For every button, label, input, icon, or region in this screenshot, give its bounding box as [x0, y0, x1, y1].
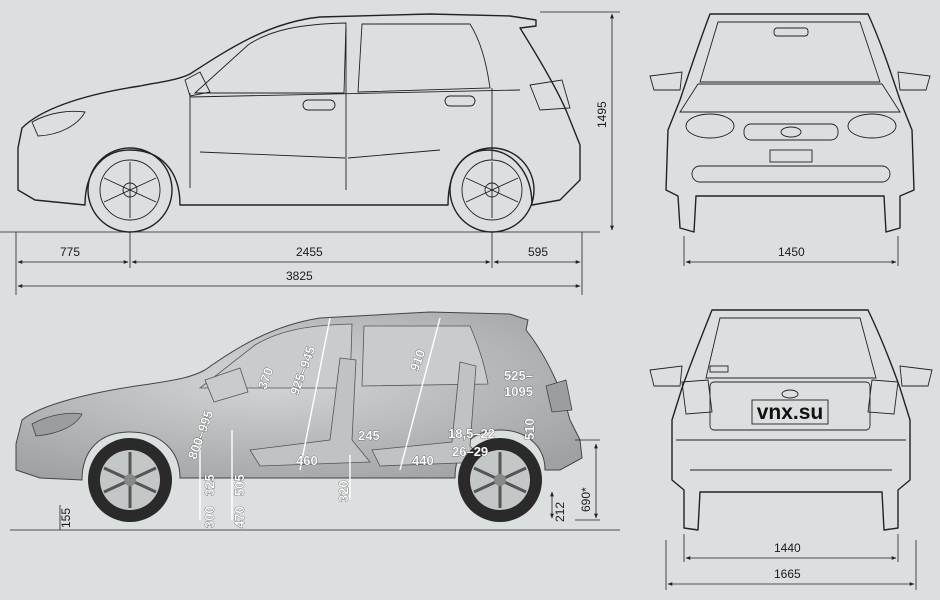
front-plate — [769, 149, 813, 163]
label-26-29: 26–29 — [452, 444, 488, 459]
side-trim — [199, 149, 441, 159]
side-view: 775 2455 595 3825 1495 — [0, 11, 620, 295]
label-505: 505 — [232, 474, 247, 496]
label-320: 320 — [336, 480, 351, 502]
label-245: 245 — [358, 428, 380, 443]
dim-rear-track: 1440 — [774, 541, 801, 555]
rear-view: vnx.su 1440 1665 — [649, 309, 933, 590]
rear-bumper — [676, 439, 906, 471]
rear-taillight-right — [867, 379, 899, 415]
dim-wheelbase: 2455 — [296, 245, 323, 259]
interior-window-rear — [361, 325, 489, 387]
side-headlight — [31, 110, 86, 137]
rear-mirror-right — [899, 365, 933, 387]
interior-front-seat — [249, 357, 371, 467]
side-rear-wheel — [449, 147, 535, 233]
front-headlight-right — [847, 113, 897, 139]
dim-height: 1495 — [595, 101, 609, 128]
dim-overhang-front: 775 — [60, 245, 80, 259]
side-window-front — [193, 22, 347, 94]
front-hood — [679, 83, 901, 113]
interior-rear-wheel — [458, 438, 542, 522]
front-bumper-intake — [691, 165, 891, 183]
front-logo-icon — [780, 126, 802, 138]
rear-window — [705, 317, 877, 379]
front-windshield — [699, 21, 881, 83]
label-1095: 1095 — [504, 384, 533, 399]
side-door-handle-rear — [444, 95, 476, 107]
side-body-outline — [17, 13, 581, 206]
label-370: 370 — [255, 366, 277, 392]
dim-overhang-rear: 595 — [528, 245, 548, 259]
label-155: 155 — [59, 508, 73, 528]
interior-view: 370 925–945 910 525– 1095 510 800–995 24… — [10, 311, 620, 531]
rear-taillight-left — [681, 379, 713, 415]
label-300: 300 — [202, 506, 217, 528]
rear-body-outline — [671, 309, 911, 531]
front-body-outline — [665, 13, 915, 233]
label-470: 470 — [232, 506, 247, 528]
front-grille — [743, 123, 839, 141]
label-525: 525– — [504, 368, 533, 383]
side-window-rear — [357, 23, 491, 93]
front-rearview-mirror — [773, 27, 809, 37]
label-460: 460 — [296, 453, 318, 468]
rear-plate-text: vnx.su — [757, 401, 824, 424]
label-325: 325 — [202, 474, 217, 496]
dim-length: 3825 — [286, 269, 313, 283]
side-door-line — [189, 26, 493, 190]
interior-taillight — [545, 379, 573, 413]
front-mirror-right — [897, 71, 931, 91]
side-beltline — [189, 89, 521, 98]
rear-hatch — [709, 381, 871, 431]
side-front-wheel — [87, 147, 173, 233]
rear-logo-icon — [781, 389, 799, 399]
rear-wiper — [709, 365, 729, 373]
label-910: 910 — [407, 348, 429, 374]
interior-rear-seat — [371, 361, 487, 467]
front-headlight-left — [685, 113, 735, 139]
front-mirror-left — [649, 71, 683, 91]
front-view: 1450 — [649, 13, 931, 266]
label-690: 690* — [579, 487, 593, 512]
label-18-5-22: 18,5–22 — [448, 426, 495, 441]
side-door-handle-front — [302, 99, 336, 111]
label-212: 212 — [553, 502, 567, 522]
interior-front-wheel — [88, 438, 172, 522]
side-mirror — [184, 71, 211, 97]
label-510: 510 — [522, 418, 537, 440]
label-440: 440 — [412, 453, 434, 468]
side-taillight — [529, 79, 571, 111]
interior-steering — [204, 367, 249, 403]
dim-rear-width: 1665 — [774, 567, 801, 581]
rear-plate — [751, 399, 829, 425]
interior-headlight — [31, 412, 83, 437]
rear-mirror-left — [649, 365, 683, 387]
dim-front-width: 1450 — [778, 245, 805, 259]
